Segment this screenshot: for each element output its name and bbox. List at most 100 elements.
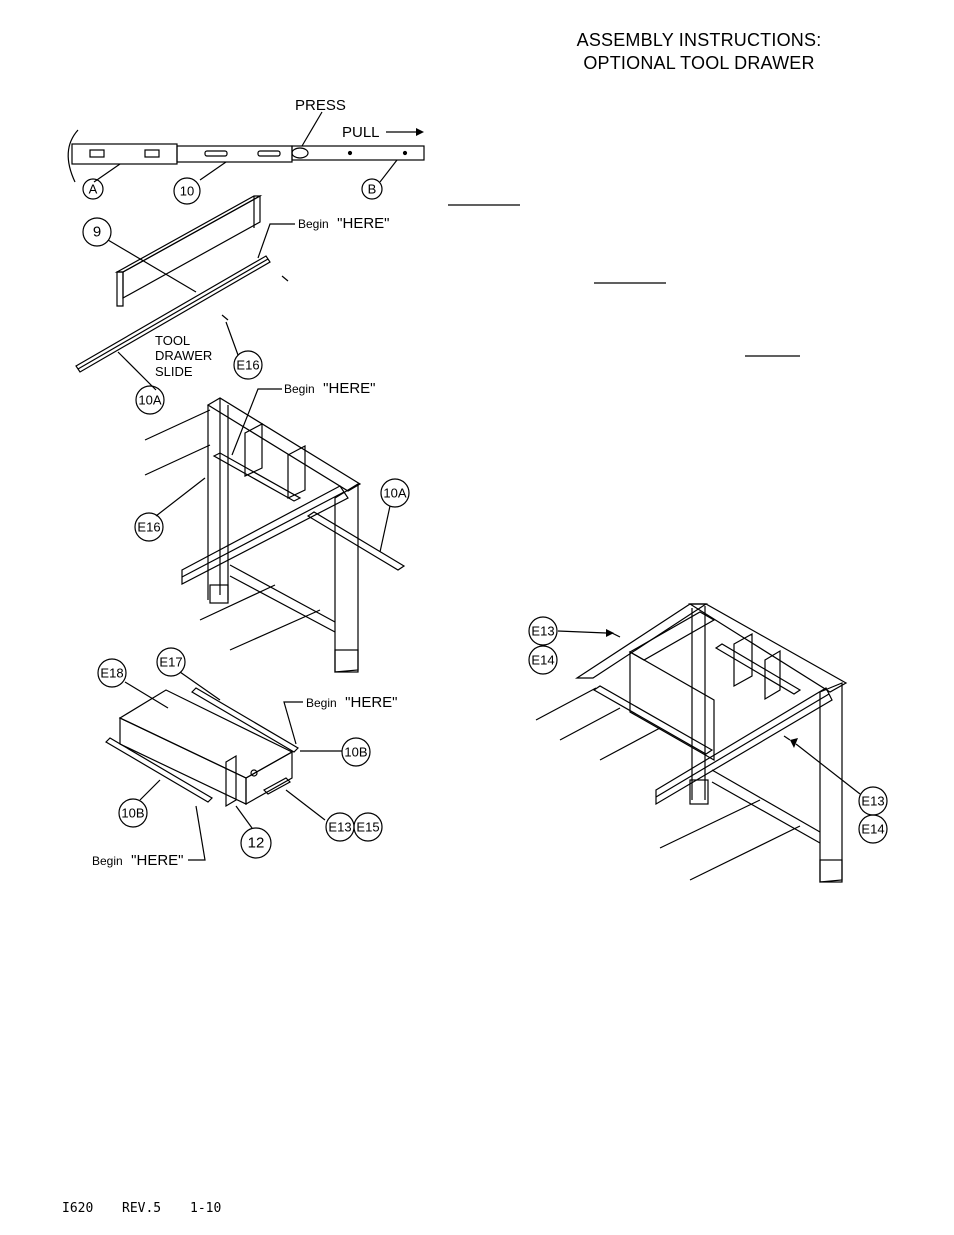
callout-e16-leader-2 — [155, 477, 206, 517]
arrow-head — [606, 629, 614, 637]
callout-a: A — [89, 182, 98, 197]
slide-hole — [347, 150, 353, 156]
begin-here-prefix: Begin — [92, 854, 123, 868]
callout-10b-circle-1 — [341, 737, 371, 767]
callout-12-leader — [235, 805, 253, 829]
callout-9: 9 — [93, 224, 101, 241]
callout-e17-leader — [179, 671, 221, 701]
callout-12: 12 — [248, 835, 265, 852]
frame2-foot-back — [689, 779, 709, 805]
frame2-side-rail — [559, 707, 621, 741]
callout-e14-2: E14 — [861, 822, 884, 837]
frame-center-support — [244, 423, 263, 477]
callout-e13-leader-2 — [557, 630, 607, 634]
screw — [783, 735, 791, 741]
callout-b-circle — [361, 178, 383, 200]
drawer-lock-hole — [250, 769, 258, 777]
frame2-side-rail-top — [574, 603, 709, 679]
callout-10-circle — [173, 177, 201, 205]
frame2-bottom-rail — [711, 781, 821, 844]
begin-here-leader-2 — [231, 388, 282, 456]
callout-b: B — [368, 182, 377, 197]
frame-side-rail — [144, 409, 211, 441]
frame2-slide-rail — [714, 643, 802, 695]
begin-here-prefix: Begin — [298, 217, 329, 231]
screw — [611, 632, 621, 638]
screw — [221, 314, 229, 321]
callout-12-circle — [240, 827, 272, 859]
begin-here-label-1: Begin "HERE" — [298, 215, 389, 232]
begin-here-word: "HERE" — [345, 694, 397, 711]
callout-10a-2: 10A — [383, 486, 406, 501]
pull-label: PULL — [342, 124, 380, 141]
drawer-panel-detail — [75, 194, 289, 373]
callout-e14-circle-1 — [528, 645, 558, 675]
callout-e14-circle-2 — [858, 814, 888, 844]
callout-e13-circle-2 — [528, 616, 558, 646]
callout-10b-circle-2 — [118, 798, 148, 828]
drawer-front-panel — [225, 754, 237, 808]
drawer-slide-top — [191, 687, 299, 753]
page-title-line-2: OPTIONAL TOOL DRAWER — [583, 53, 815, 73]
begin-here-word: "HERE" — [323, 380, 375, 397]
panel-end — [116, 271, 124, 307]
frame2-bottom-side — [689, 825, 801, 881]
slide-hole — [402, 150, 408, 156]
callout-10a-leader-1 — [117, 351, 157, 391]
panel-face — [122, 194, 261, 300]
frame2-side-rail — [535, 687, 597, 721]
pull-arrow-head — [416, 128, 424, 136]
frame-bottom-rail — [229, 575, 336, 633]
begin-here-label-2: Begin "HERE" — [284, 380, 375, 397]
frame2-drawer-side — [629, 650, 715, 762]
slide-middle-member — [176, 145, 293, 163]
begin-here-leader-1 — [257, 223, 295, 259]
frame2-bottom-side — [659, 799, 761, 849]
callout-e16-circle-2 — [134, 512, 164, 542]
slide-label-line-1: TOOL — [155, 333, 190, 348]
frame-bottom-rail — [229, 564, 336, 623]
frame-foot-front — [334, 649, 359, 673]
begin-here-label-3: Begin "HERE" — [306, 694, 397, 711]
callout-10b-1: 10B — [344, 745, 367, 760]
frame2-foot-front — [819, 859, 843, 883]
slide-on-frame-right — [306, 511, 406, 571]
callout-10-leader — [199, 161, 227, 181]
slide-extension-detail — [67, 111, 425, 183]
callout-e18-leader — [124, 681, 169, 709]
frame2-side-rail — [599, 727, 661, 761]
callout-e13-3: E13 — [861, 794, 884, 809]
drawer-handle-bracket — [263, 777, 291, 795]
frame2-bottom-rail — [711, 769, 821, 833]
frame2-drawer-slide — [592, 685, 714, 755]
callout-10a-leader-2 — [379, 505, 391, 553]
callout-e13-leader-3 — [795, 743, 861, 795]
callout-e15: E15 — [356, 820, 379, 835]
callout-e18: E18 — [100, 666, 123, 681]
frame-bottom-side — [199, 584, 276, 621]
footer-date: 1-10 — [190, 1201, 222, 1216]
page-title-line-1: ASSEMBLY INSTRUCTIONS: — [576, 30, 822, 50]
callout-e13-2: E13 — [531, 624, 554, 639]
frame-side-rail — [144, 444, 211, 476]
footer-doc-number: I620 — [62, 1201, 94, 1216]
callout-e16-2: E16 — [137, 520, 160, 535]
footer-revision: REV.5 — [122, 1201, 162, 1216]
slide-outer-member — [71, 143, 178, 165]
frame-center-support — [287, 445, 306, 499]
frame2-front-beam-line — [655, 693, 830, 798]
press-label: PRESS — [295, 97, 346, 114]
begin-here-leader-4 — [188, 805, 206, 861]
callout-10b-2: 10B — [121, 806, 144, 821]
begin-here-word: "HERE" — [131, 852, 183, 869]
frame-bottom-side — [229, 609, 321, 651]
frame2-support — [733, 632, 753, 688]
callout-10: 10 — [180, 184, 194, 199]
callout-9-leader — [107, 239, 197, 293]
callout-9-circle — [82, 217, 112, 247]
screw — [281, 275, 289, 282]
bench-frame-right-view — [535, 603, 848, 883]
tool-drawer-slide-rail — [75, 255, 271, 373]
frame-top-rail — [206, 397, 362, 492]
